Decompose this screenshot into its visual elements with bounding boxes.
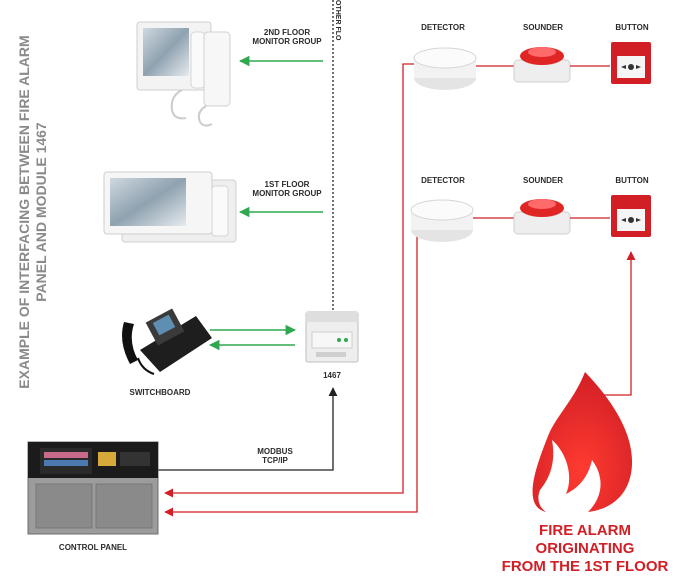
other-floors-label: OTHER FLO (334, 0, 341, 41)
button-top (611, 42, 651, 84)
diagram-title-line1: EXAMPLE OF INTERFACING BETWEEN FIRE ALAR… (16, 35, 32, 389)
detector-loop-line-top (164, 63, 415, 498)
fire-to-button-arrow (600, 251, 636, 396)
modbus-label: MODBUS TCP/IP (257, 447, 293, 465)
video-door-monitor-icon (136, 21, 231, 127)
button-top-label: BUTTON (615, 23, 649, 32)
fire-caption-line3: FROM THE 1ST FLOOR (501, 558, 669, 575)
module-label: 1467 (323, 371, 341, 380)
sounder-bottom (513, 199, 571, 235)
desk-phone-icon (122, 308, 212, 375)
flame-icon (532, 372, 633, 512)
fire-caption-line1: FIRE ALARM (539, 522, 631, 539)
monitor-group-1-label: 1ST FLOOR MONITOR GROUP (252, 180, 322, 198)
fire-alarm-control-panel-icon (27, 441, 159, 535)
switchboard-phone (122, 308, 212, 375)
button-bottom (611, 195, 651, 237)
switchboard-label: SWITCHBOARD (129, 388, 191, 397)
sounder-bottom-label: SOUNDER (522, 176, 563, 185)
alarm-sounder-icon (513, 47, 571, 83)
module-1467 (305, 311, 359, 363)
detector-bottom-label: DETECTOR (421, 176, 465, 185)
detector-bottom (410, 199, 474, 242)
sounder-top-label: SOUNDER (522, 23, 563, 32)
control-panel-label: CONTROL PANEL (58, 543, 128, 552)
diagram-title-line2: PANEL AND MODULE 1467 (33, 122, 49, 302)
diagram-title: EXAMPLE OF INTERFACING BETWEEN FIRE ALAR… (16, 32, 50, 392)
monitor-group-2nd-floor (136, 21, 231, 127)
modbus-link-line (156, 387, 338, 471)
smoke-detector-icon (410, 199, 474, 242)
manual-call-point-icon (611, 195, 651, 237)
detector-top-label: DETECTOR (421, 23, 465, 32)
monitor-group-1st-floor (103, 171, 237, 243)
fire (532, 372, 633, 512)
sounder-top (513, 47, 571, 83)
video-door-monitor-icon (103, 171, 237, 243)
button-bottom-label: BUTTON (615, 176, 649, 185)
smoke-detector-icon (413, 47, 477, 90)
fire-caption-line2: ORIGINATING (535, 540, 635, 557)
alarm-sounder-icon (513, 199, 571, 235)
din-rail-module-icon (305, 311, 359, 363)
detector-loop-line-bottom (164, 214, 425, 517)
monitor-group-2-label: 2ND FLOOR MONITOR GROUP (252, 28, 322, 46)
detector-top (413, 47, 477, 90)
fire-alarm-caption: FIRE ALARM ORIGINATING FROM THE 1ST FLOO… (495, 522, 675, 576)
fire-alarm-control-panel (27, 441, 159, 535)
manual-call-point-icon (611, 42, 651, 84)
